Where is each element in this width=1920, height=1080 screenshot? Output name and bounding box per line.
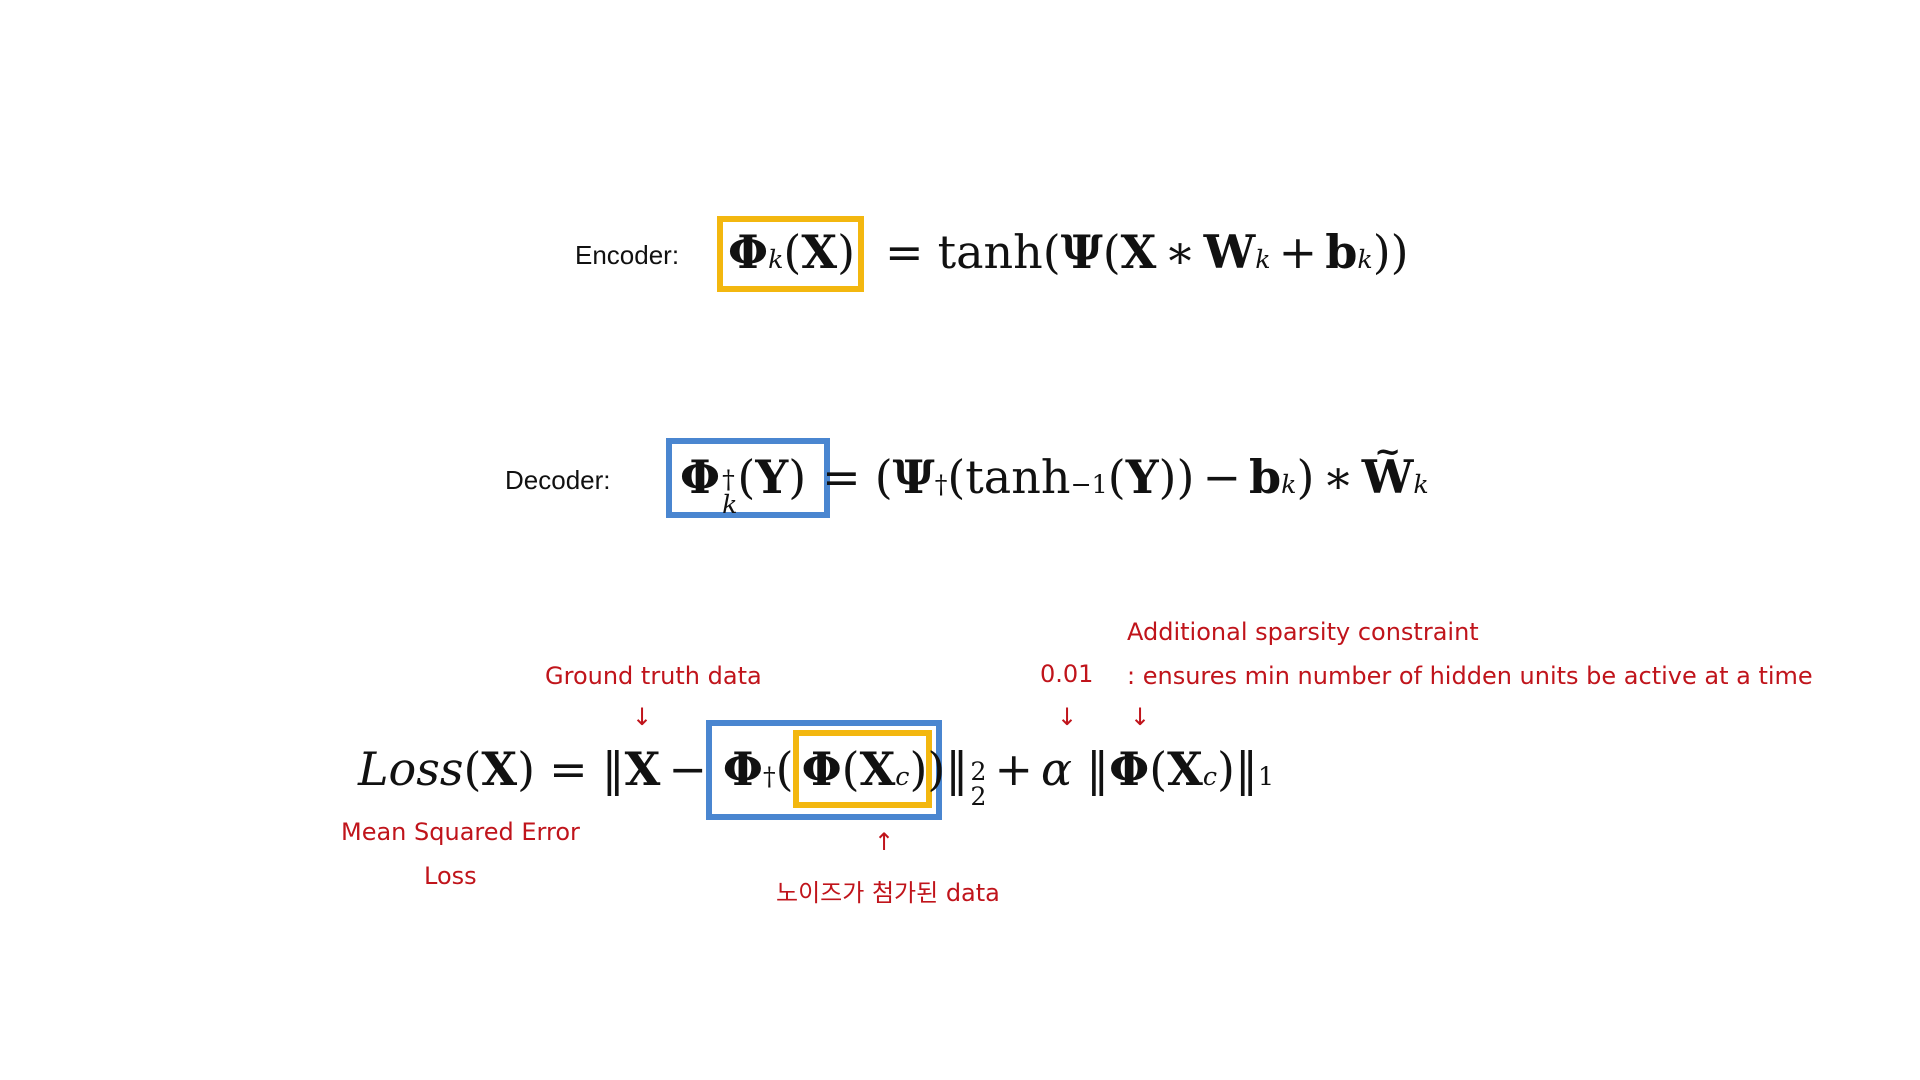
encoder-label: Encoder: <box>575 240 680 270</box>
noisy-data-arrow-icon: ↑ <box>874 828 895 856</box>
sparsity-arrow-icon: ↓ <box>1130 703 1151 731</box>
decoder-label: Decoder: <box>505 465 611 495</box>
mse-annotation-line2: Loss <box>424 862 477 890</box>
noisy-data-annotation: 노이즈가 첨가된 data <box>776 879 1000 907</box>
mse-annotation-line1: Mean Squared Error <box>341 818 580 846</box>
ground-truth-annotation: Ground truth data <box>545 662 762 690</box>
decoder-term-highlight-box <box>706 720 942 820</box>
encoder-term-highlight-box <box>793 730 932 808</box>
alpha-value-annotation: 0.01 <box>1040 660 1094 688</box>
encoder-output-highlight-box <box>717 216 864 292</box>
sparsity-title-annotation: Additional sparsity constraint <box>1127 618 1479 646</box>
decoder-output-highlight-box <box>666 438 830 518</box>
ground-truth-arrow-icon: ↓ <box>632 703 653 731</box>
alpha-arrow-icon: ↓ <box>1057 703 1078 731</box>
sparsity-description-annotation: : ensures min number of hidden units be … <box>1127 662 1813 690</box>
